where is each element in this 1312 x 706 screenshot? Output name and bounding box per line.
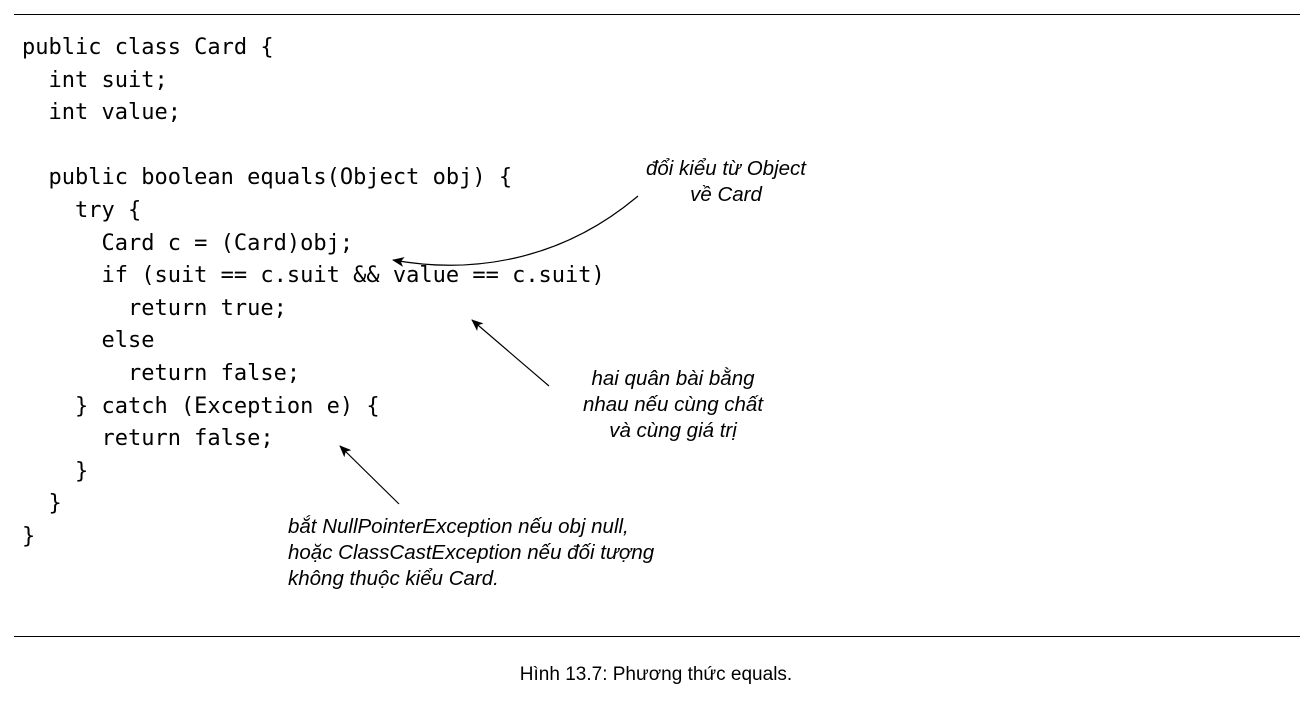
- code-line: try {: [22, 197, 142, 223]
- cast-annotation: đổi kiểu từ Object về Card: [622, 156, 830, 208]
- annotation-line: hai quân bài bằng: [591, 367, 755, 390]
- annotation-line: đổi kiểu từ Object: [646, 157, 806, 180]
- code-line: else: [22, 328, 155, 354]
- code-listing: public class Card { int suit; int value;…: [22, 32, 605, 554]
- annotation-line: về Card: [690, 183, 762, 206]
- annotation-line: bắt NullPointerException nếu obj null,: [288, 515, 629, 538]
- annotation-line: không thuộc kiểu Card.: [288, 567, 499, 590]
- code-line: if (suit == c.suit && value == c.suit): [22, 263, 605, 289]
- code-line: }: [22, 491, 62, 517]
- code-line: int suit;: [22, 67, 168, 93]
- code-line: Card c = (Card)obj;: [22, 230, 354, 256]
- code-line: return true;: [22, 295, 287, 321]
- code-line: }: [22, 523, 36, 549]
- code-line: [22, 130, 605, 163]
- bottom-rule: [14, 636, 1300, 637]
- code-line: return false;: [22, 360, 301, 386]
- code-line: } catch (Exception e) {: [22, 393, 380, 419]
- code-line: public boolean equals(Object obj) {: [22, 165, 513, 191]
- code-line: }: [22, 458, 89, 484]
- code-line: int value;: [22, 100, 181, 126]
- exception-annotation: bắt NullPointerException nếu obj null, h…: [288, 514, 768, 592]
- code-line: public class Card {: [22, 35, 274, 60]
- figure-caption: Hình 13.7: Phương thức equals.: [519, 664, 793, 685]
- annotation-line: nhau nếu cùng chất: [582, 393, 764, 416]
- top-rule: [14, 14, 1300, 15]
- annotation-line: hoặc ClassCastException nếu đối tượng: [288, 541, 655, 564]
- code-line: return false;: [22, 426, 274, 452]
- compare-annotation: hai quân bài bằng nhau nếu cùng chất và …: [548, 366, 798, 444]
- annotation-line: và cùng giá trị: [609, 419, 737, 442]
